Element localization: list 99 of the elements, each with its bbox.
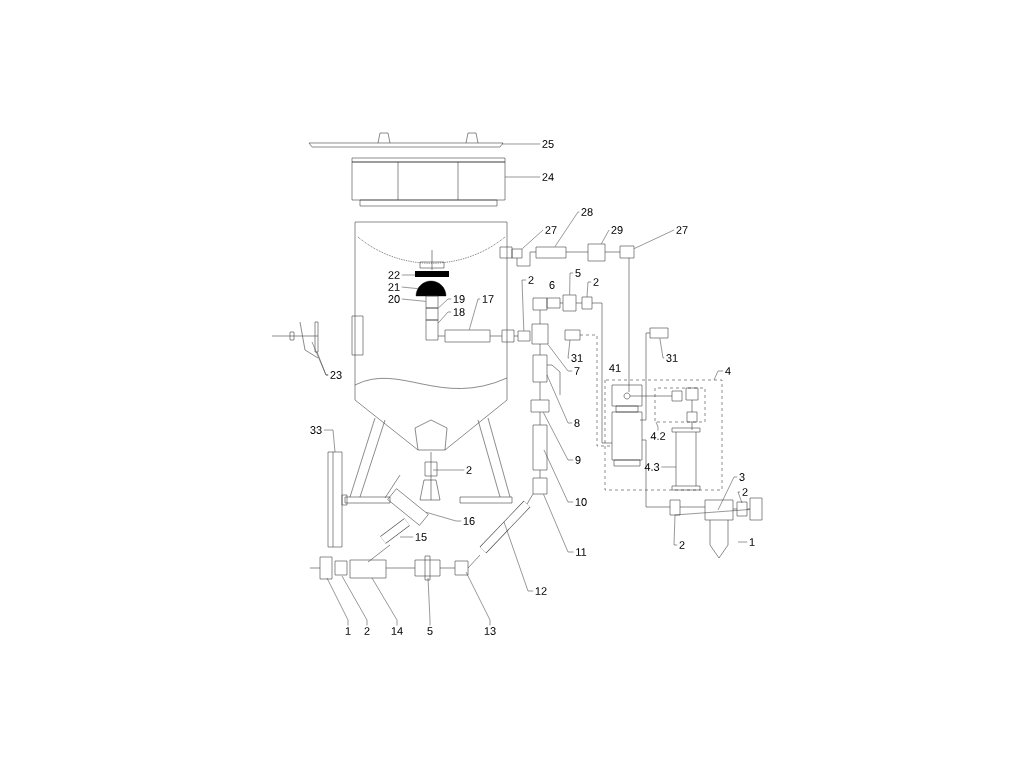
leader-line (371, 577, 398, 626)
leader-line (543, 449, 574, 503)
callout-number: 27 (545, 226, 557, 234)
callout-number: 23 (330, 371, 342, 379)
callout-number: 7 (574, 367, 580, 375)
callout-number: 13 (484, 627, 496, 635)
callout-number: 2 (364, 627, 370, 635)
callout-number: 21 (388, 283, 400, 291)
leader-line (543, 494, 574, 553)
callout-number: 14 (391, 627, 403, 635)
leader-line (401, 286, 418, 289)
leader-line (586, 281, 592, 298)
leader-line (547, 344, 573, 372)
leader-line (323, 429, 336, 453)
leader-line (554, 211, 580, 247)
leader-line (569, 272, 574, 295)
callout-number: 22 (388, 271, 400, 279)
callout-number: 4.3 (644, 463, 660, 471)
leader-line (521, 279, 527, 331)
pipe-fitting (425, 319, 439, 341)
callout-number: 19 (453, 295, 465, 303)
callout-number: 25 (542, 140, 554, 148)
callout-number: 10 (575, 498, 587, 506)
leader-line (316, 351, 329, 376)
callout-number: 2 (593, 278, 599, 286)
callout-number: 12 (535, 587, 547, 595)
callout-number: 17 (482, 295, 494, 303)
leader-line (737, 491, 743, 504)
pipe-fitting (749, 497, 763, 521)
leader-line (546, 374, 573, 424)
pipe-fitting (425, 295, 439, 309)
leader-line (601, 229, 610, 244)
callout-number: 28 (581, 208, 593, 216)
leader-line (661, 466, 677, 468)
leader-line (427, 577, 431, 626)
callout-number: 1 (345, 627, 351, 635)
callout-number: 5 (427, 627, 433, 635)
pipe-fitting (444, 329, 491, 343)
leader-line (634, 229, 675, 249)
pipe-fitting (619, 245, 635, 259)
callout-number: 16 (463, 517, 475, 525)
callout-number: 41 (609, 364, 621, 372)
leader-line (341, 575, 368, 626)
leader-line (438, 298, 452, 309)
pipe-fitting (649, 327, 669, 339)
leader-line (326, 577, 349, 626)
leader-line (659, 338, 665, 359)
callout-number: 8 (574, 419, 580, 427)
pipe-fitting (425, 307, 439, 321)
leader-line (465, 571, 491, 626)
pipe-fitting (562, 294, 577, 312)
pipe-fitting (587, 243, 606, 262)
callout-number: 24 (542, 173, 554, 181)
leader-line (504, 176, 541, 178)
callout-number: 2 (466, 466, 472, 474)
leader-line (432, 469, 465, 471)
callout-number: 3 (739, 473, 745, 481)
callout-number: 31 (571, 354, 583, 362)
callout-number: 15 (415, 533, 427, 541)
leader-line (399, 536, 414, 538)
callout-number: 1 (749, 538, 755, 546)
callout-number: 5 (575, 269, 581, 277)
pipe-fitting (535, 246, 567, 259)
leader-line (438, 311, 452, 324)
leader-line (673, 509, 750, 546)
callout-number: 29 (611, 226, 623, 234)
callout-number: 31 (666, 354, 678, 362)
pipe-fitting (517, 330, 531, 342)
leader-line (501, 143, 541, 145)
leader-line (737, 541, 748, 543)
callout-number: 20 (388, 295, 400, 303)
pipe-fitting (531, 323, 549, 345)
callout-number: 2 (742, 488, 748, 496)
pipe-fitting (387, 488, 429, 526)
callout-number: 4.2 (650, 432, 666, 440)
leader-line (503, 521, 534, 592)
callout-number: 33 (310, 426, 322, 434)
callout-number: 2 (528, 276, 534, 284)
leader-line (401, 274, 416, 276)
callout-number: 4 (725, 367, 731, 375)
leader-line (425, 512, 462, 522)
callout-number: 18 (453, 308, 465, 316)
leader-line (567, 339, 571, 359)
leader-line (713, 370, 724, 381)
leader-line (543, 412, 574, 461)
pipe-fitting (511, 248, 523, 259)
callout-number: 11 (576, 548, 587, 556)
callout-number: 2 (679, 541, 685, 549)
callout-number: 9 (575, 456, 581, 464)
callout-number: 27 (676, 226, 688, 234)
leader-line (522, 229, 544, 249)
callout-number: 6 (549, 281, 555, 289)
leader-line (401, 298, 426, 302)
leader-line (469, 298, 481, 330)
dome-part (415, 280, 447, 297)
pipe-fitting (530, 399, 550, 413)
leader-line (655, 421, 659, 431)
leader-line (717, 476, 738, 511)
pipe-fitting (532, 477, 548, 495)
